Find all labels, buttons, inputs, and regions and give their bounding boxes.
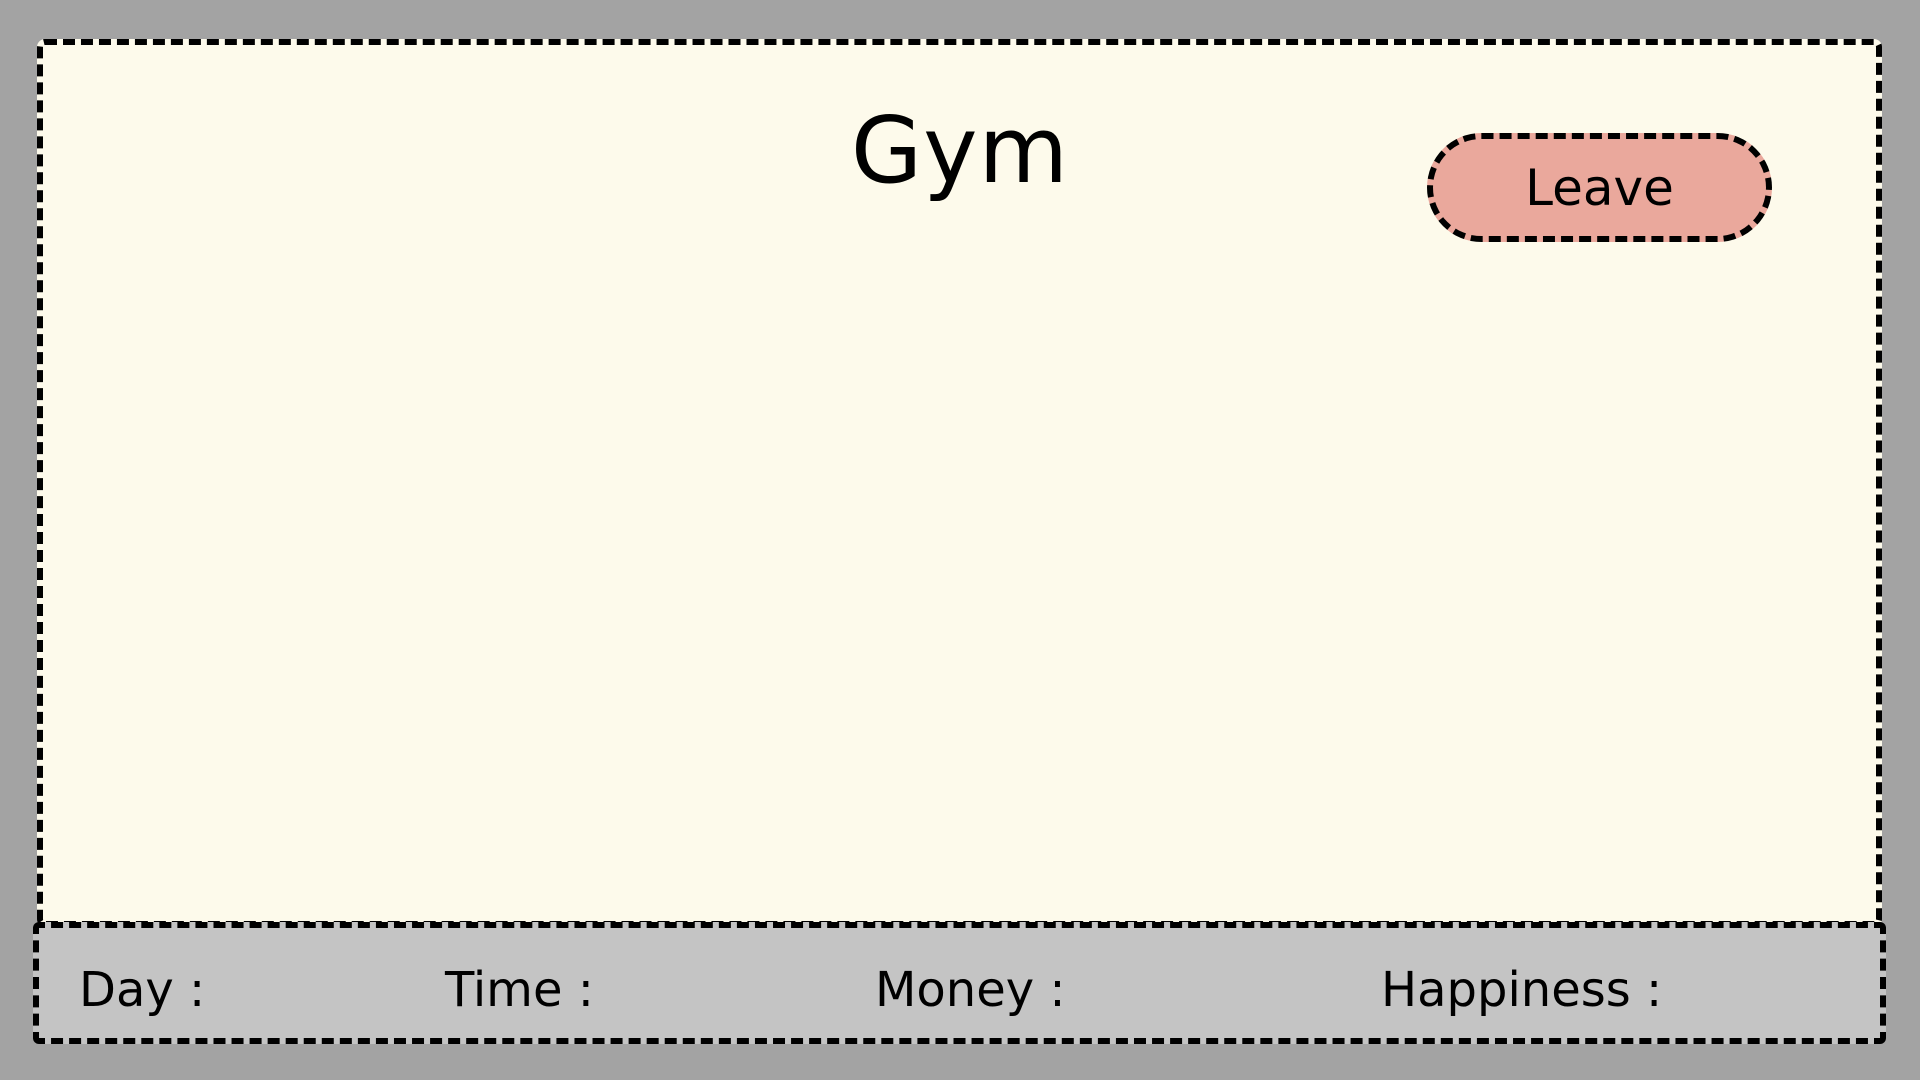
leave-button[interactable]: Leave <box>1427 133 1772 242</box>
location-title: Gym <box>850 97 1070 204</box>
leave-button-label: Leave <box>1525 158 1674 217</box>
happiness-label: Happiness : <box>1381 962 1663 1018</box>
time-label: Time : <box>445 962 594 1018</box>
page-title: Gym <box>0 105 1920 197</box>
day-label: Day : <box>79 962 206 1018</box>
status-bar: Day : Time : Money : Happiness : <box>33 922 1886 1044</box>
money-label: Money : <box>875 962 1066 1018</box>
